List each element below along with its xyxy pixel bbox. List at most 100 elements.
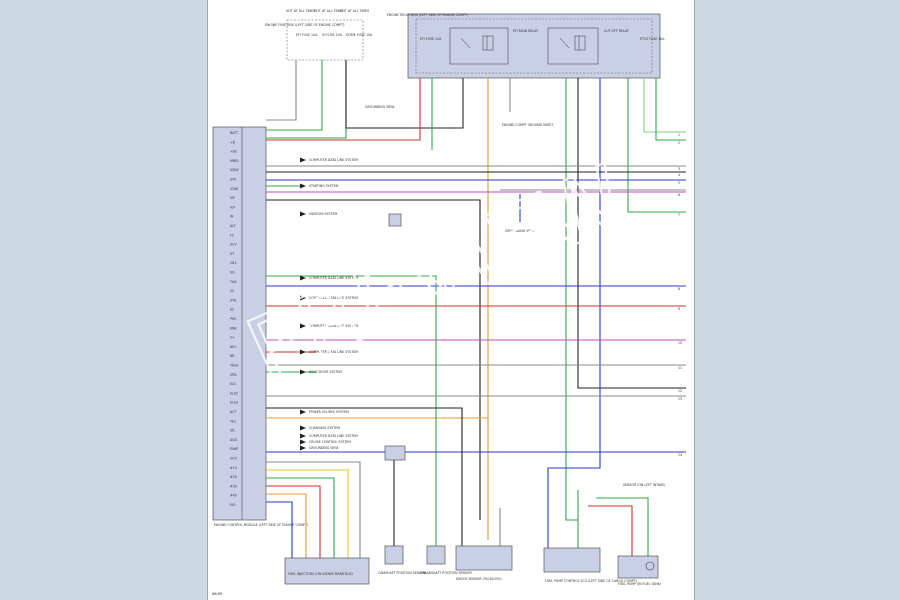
fuse-3-label: DOME FUSE 10A bbox=[346, 33, 373, 37]
ecm-pin-label: VG bbox=[230, 271, 235, 275]
fuel-pump-ecu-box bbox=[543, 547, 601, 573]
ecm-pin-label: IGT bbox=[230, 205, 235, 209]
fuse-heading-3: HOT AT ALL TIMES bbox=[340, 9, 369, 13]
wire-ref-number: 9 bbox=[678, 307, 680, 311]
wire-ref-number: 3 bbox=[678, 167, 680, 171]
wire-ref-number: 13 bbox=[678, 397, 682, 401]
fuse-heading-2: HOT AT ALL TIMES bbox=[314, 9, 343, 13]
crankshaft-sensor-box bbox=[426, 545, 446, 565]
knock-sensor-label: KNOCK SENSOR (ON BLOCK) bbox=[456, 577, 502, 581]
reference-arrow-icon bbox=[300, 445, 306, 451]
engine-compt-ground-note: ENGINE COMPT GROUND SHEET bbox=[502, 123, 553, 127]
system-reference-label: GROUNDING VIEW bbox=[309, 446, 339, 450]
ecm-pin-label: SPD bbox=[230, 373, 237, 377]
ecm-pin-label: THA bbox=[229, 280, 237, 284]
system-reference-label: COMPUTER DATA LINE SYSTEM bbox=[309, 296, 358, 300]
ecm-pin-label: ACT bbox=[230, 410, 236, 414]
wiring-harness bbox=[266, 60, 686, 560]
diagram-sheet bbox=[207, 0, 695, 600]
ecm-pin-label: TACH bbox=[229, 364, 239, 368]
ecm-pin-label: #10 bbox=[230, 466, 237, 470]
ecm-pin-label: VCV bbox=[230, 243, 237, 247]
wire-ref-number: 6 bbox=[678, 193, 680, 197]
fuse-heading-1: HOT AT ALL TIMES bbox=[286, 9, 315, 13]
wire-ref-number: 1 bbox=[678, 133, 680, 137]
ecm-pin-label: TE1 bbox=[229, 419, 236, 423]
ecm-pin-label: ELS3 bbox=[230, 401, 238, 405]
ecm-pin-label: E01 bbox=[230, 503, 236, 507]
knock-sensor-box bbox=[455, 545, 513, 571]
reference-arrow-icon bbox=[300, 409, 306, 415]
sensor-connector-mid bbox=[388, 213, 402, 227]
grounding-view-note: GROUNDING VIEW bbox=[365, 105, 395, 109]
crankshaft-sensor-label: CRANKSHAFT POSITION SENSOR bbox=[420, 571, 472, 575]
cut-off-relay-label: CUT OFF RELAY bbox=[604, 29, 629, 33]
engine-fuse-box-label: ENGINE FUSE BOX (LEFT SIDE OF ENGINE COM… bbox=[265, 23, 344, 27]
fuse-1-label: EFI FUSE 10A bbox=[296, 33, 318, 37]
ecm-pin-label: OX1 bbox=[230, 261, 237, 265]
wire-ref-number: 4 bbox=[678, 173, 680, 177]
ecm-pin-label: VC bbox=[230, 289, 235, 293]
page-reference: B8LRR bbox=[212, 592, 223, 596]
ecm-pin-label: HT bbox=[230, 252, 234, 256]
ecm-pin-labels: BATT+B+B2MRELIGSWSTASTARIGFIGTWALTFCVCVH… bbox=[229, 131, 239, 507]
wire-ref-number: 11 bbox=[678, 366, 682, 370]
wire-ref-number: 5 bbox=[678, 181, 680, 185]
relay-box-fuse-left: EFI FUSE 15A bbox=[420, 37, 442, 41]
system-reference-label: COMPUTER DATA LINE SYSTEM bbox=[309, 158, 358, 162]
relay-box-label: ENGINE RELAY BOX (LEFT SIDE OF ENGINE CO… bbox=[387, 13, 468, 17]
ecm-pin-label: #40 bbox=[230, 494, 237, 498]
fuel-injectors-box bbox=[284, 557, 370, 585]
reference-arrow-icon bbox=[300, 211, 306, 217]
ecm-pin-label: IGSW bbox=[230, 168, 239, 172]
fuel-pump-motor-icon bbox=[645, 561, 655, 571]
wire-ref-number: 2 bbox=[678, 141, 680, 145]
ecm-pin-label: ELS bbox=[230, 382, 236, 386]
ecm-pin-label: FC bbox=[230, 233, 235, 237]
reference-arrow-icon bbox=[300, 433, 306, 439]
wire-ref-number: 7 bbox=[678, 213, 680, 217]
ecm-pin-label: ELS2 bbox=[230, 391, 238, 395]
ecm-pin-label: VTA bbox=[230, 298, 237, 302]
system-reference-label: COMPUTER DATA LINE SYSTEM bbox=[309, 434, 358, 438]
camshaft-sensor-label: CAMSHAFT POSITION SENSOR bbox=[378, 571, 427, 575]
cut-off-relay bbox=[547, 27, 599, 65]
ecm-pin-label: #30 bbox=[230, 484, 237, 488]
efi-main-relay-label: EFI MAIN RELAY bbox=[513, 29, 538, 33]
fuel-pump-ecu-label: FUEL PUMP CONTROL ECU (LEFT SIDE OF CARG… bbox=[545, 579, 637, 583]
ecm-pin-label: ALT bbox=[230, 224, 236, 228]
ground-note-mid: GROUNDING VIEW bbox=[505, 229, 535, 233]
ecm-pin-label: #20 bbox=[230, 475, 237, 479]
system-reference-label: POWER SOURCE SYSTEM bbox=[309, 410, 349, 414]
ecm-pin-label: STA bbox=[230, 178, 237, 182]
ecm-pin-label: +B bbox=[230, 140, 235, 144]
intermediate-connector bbox=[384, 445, 406, 461]
system-reference-label: BACK DOOR SYSTEM bbox=[309, 370, 342, 374]
engine-relay-box bbox=[407, 13, 661, 79]
fuel-injectors-label: FUEL INJECTORS (ON INTAKE MANIFOLD) bbox=[288, 572, 353, 576]
relay-box-fuse-right: ETCS FUSE 10A bbox=[640, 37, 665, 41]
ecm-connector bbox=[212, 126, 267, 521]
system-reference-label: COMPUTER DATA LINE SYSTEM bbox=[309, 276, 358, 280]
reference-arrow-icon bbox=[300, 425, 306, 431]
ecm-pin-label: E2 bbox=[230, 308, 234, 312]
ecm-pin-label: ACIS bbox=[230, 438, 237, 442]
ecm-pin-label: BATT bbox=[230, 131, 238, 135]
reference-arrow-icon bbox=[300, 323, 306, 329]
ecm-pin-label: W bbox=[230, 215, 234, 219]
ecm-pin-label: OCV bbox=[230, 457, 238, 461]
reference-arrow-icon bbox=[300, 439, 306, 445]
fuse-2-label: IG FUSE 10A bbox=[322, 33, 343, 37]
wire-ref-number: 12 bbox=[678, 389, 682, 393]
reference-arrow-icon bbox=[300, 275, 306, 281]
top-fuse-group bbox=[286, 19, 364, 61]
ecm-label: ENGINE CONTROL MODULE (LEFT SIDE OF ENGI… bbox=[214, 523, 308, 527]
ecm-pin-label: NE- bbox=[230, 354, 236, 358]
system-reference-label: CRUISE CONTROL SYSTEM bbox=[309, 440, 351, 444]
ecm-pin-label: +B2 bbox=[230, 150, 237, 154]
ecm-pin-label: NE+ bbox=[230, 345, 237, 349]
wire-ref-number: 14 bbox=[678, 453, 682, 457]
